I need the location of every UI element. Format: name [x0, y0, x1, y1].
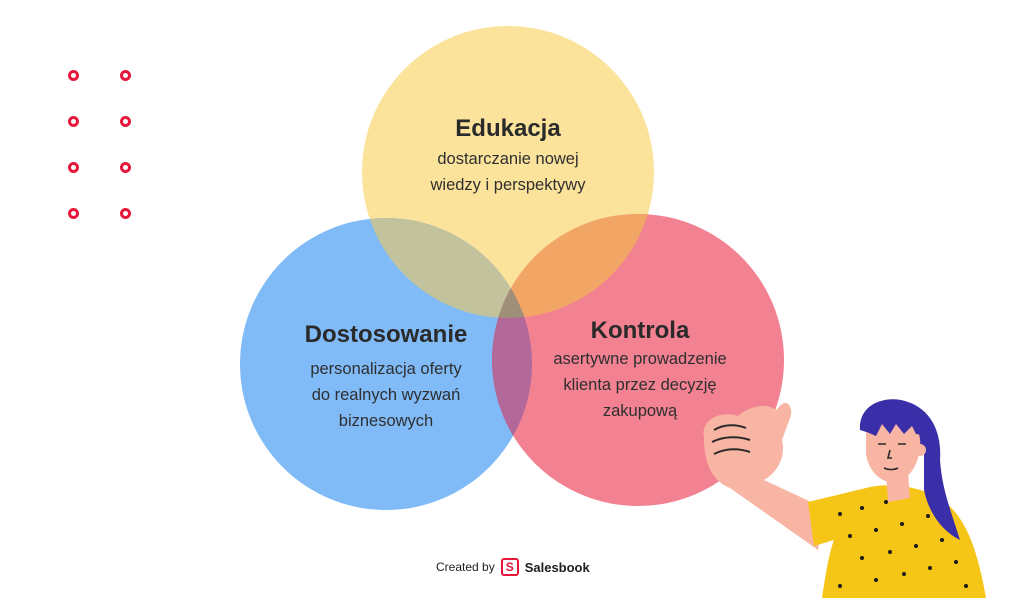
label-dostosowanie: Dostosowanie personalizacja oferty do re… [262, 320, 510, 434]
finger-lines [711, 424, 751, 455]
overlap-edukacja-kontrola [492, 214, 654, 318]
shirt-stars [838, 500, 968, 588]
ring-dot-icon [120, 116, 131, 127]
woman-pointing-illustration [703, 399, 986, 598]
shirt-shape [808, 485, 986, 598]
overlap-edukacja-dostosowanie [362, 218, 532, 318]
ring-dots-pattern-icon [68, 62, 148, 232]
ring-dot-icon [120, 70, 131, 81]
dostosowanie-description: personalizacja oferty do realnych wyzwań… [310, 360, 462, 430]
salesbook-brand-text: Salesbook [524, 559, 590, 575]
bangs-shape [862, 406, 928, 436]
salesbook-logo-icon: S [500, 558, 519, 576]
edukacja-description: dostarczanie nowej wiedzy i perspektywy [430, 150, 586, 194]
label-kontrola: Kontrola asertywne prowadzenie klienta p… [520, 316, 760, 424]
ear-shape [914, 444, 926, 456]
label-edukacja: Edukacja dostarczanie nowej wiedzy i per… [380, 114, 636, 198]
ring-dot-icon [68, 70, 79, 81]
ring-dot-icon [120, 208, 131, 219]
ring-dot-icon [120, 162, 131, 173]
face-features [878, 443, 906, 471]
ring-dot-icon [68, 116, 79, 127]
created-by-credit: Created by S Salesbook [436, 556, 590, 578]
arm-shape [703, 402, 824, 550]
kontrola-description: asertywne prowadzenie klienta przez decy… [553, 350, 727, 420]
dostosowanie-title: Dostosowanie [304, 321, 468, 348]
ring-dot-icon [68, 208, 79, 219]
ring-dot-icon [68, 162, 79, 173]
kontrola-title: Kontrola [590, 317, 690, 344]
created-by-text: Created by [436, 560, 495, 574]
edukacja-title: Edukacja [455, 115, 561, 142]
